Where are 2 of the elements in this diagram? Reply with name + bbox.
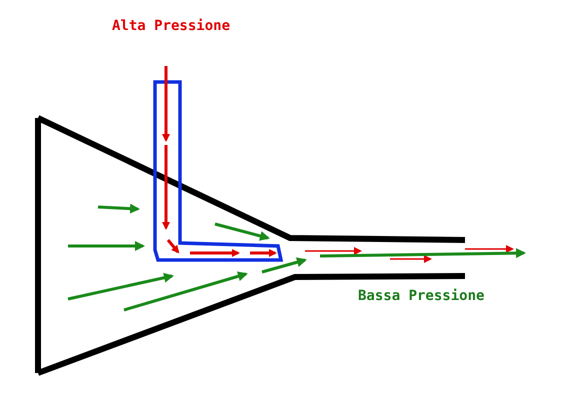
pressure-label: Alta Pressione xyxy=(112,18,230,34)
pressure-label: Bassa Pressione xyxy=(358,288,484,304)
